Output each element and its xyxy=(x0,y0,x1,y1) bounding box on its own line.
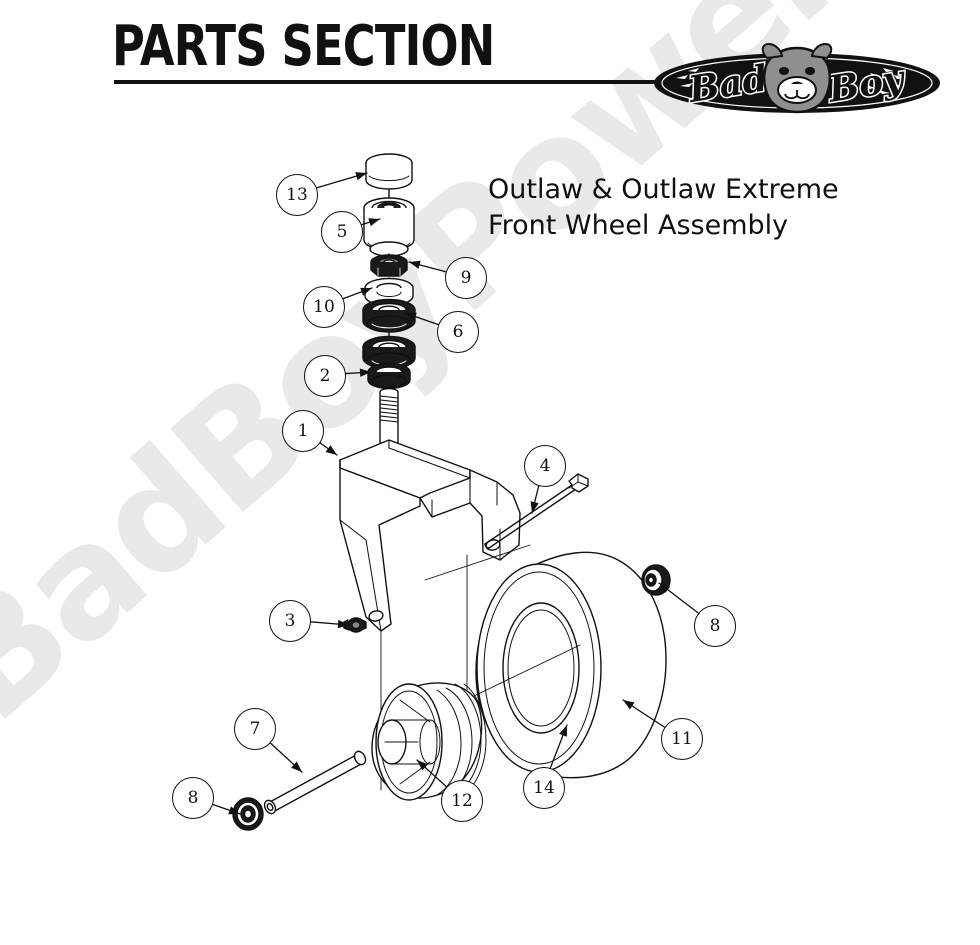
arrowhead-wheel-rim xyxy=(417,760,428,771)
arrowhead-axle-spacer-tube xyxy=(291,761,302,772)
callout-dust-cap[interactable]: 13 xyxy=(276,174,318,216)
arrowhead-tire xyxy=(623,700,635,710)
arrowhead-axle-bolt xyxy=(530,501,539,513)
arrowhead-fork-weldment xyxy=(325,445,337,455)
callout-flat-washer[interactable]: 10 xyxy=(303,286,345,328)
part-tire xyxy=(471,551,667,779)
assembly-caption-line2: Front Wheel Assembly xyxy=(488,210,789,241)
callout-axle-spacer-tube[interactable]: 7 xyxy=(234,708,276,750)
part-wheel-rim xyxy=(371,682,487,801)
callout-fork-weldment[interactable]: 1 xyxy=(282,410,324,452)
part-axle-bolt xyxy=(484,473,589,549)
arrowhead-flat-washer xyxy=(360,287,372,296)
part-jam-nut xyxy=(370,254,408,277)
part-dust-cap xyxy=(365,153,413,190)
leader-arrowheads xyxy=(228,172,671,815)
callout-bearing-upper[interactable]: 6 xyxy=(437,311,479,353)
arrowhead-spacer-washer-left xyxy=(228,806,240,815)
page-header: PARTS SECTION Bad Boy xyxy=(0,0,980,120)
callout-tire[interactable]: 11 xyxy=(661,718,703,760)
arrowhead-grease-fitting xyxy=(337,619,349,629)
callout-grease-fitting[interactable]: 3 xyxy=(269,600,311,642)
arrowhead-caster-spacer xyxy=(368,218,380,227)
callout-axle-bolt[interactable]: 4 xyxy=(524,445,566,487)
arrowhead-seal-washer xyxy=(359,368,371,377)
arrowhead-spacer-washer-right xyxy=(659,583,671,593)
part-spacer-washer-left xyxy=(232,797,264,831)
callout-seal-washer[interactable]: 2 xyxy=(304,355,346,397)
callout-wheel-rim[interactable]: 12 xyxy=(441,780,483,822)
bulldog-icon xyxy=(761,42,833,114)
callout-spacer-washer-left[interactable]: 8 xyxy=(172,777,214,819)
part-caster-spacer xyxy=(363,197,415,257)
callout-spacer-washer-right[interactable]: 8 xyxy=(694,605,736,647)
part-bearing-lower xyxy=(362,335,416,370)
part-bearing-upper xyxy=(362,298,416,333)
assembly-caption: Outlaw & Outlaw Extreme Front Wheel Asse… xyxy=(488,172,839,244)
callout-wheel-and-tire-assembly[interactable]: 14 xyxy=(523,767,565,809)
arrowhead-jam-nut xyxy=(409,260,421,269)
page-title: PARTS SECTION xyxy=(112,14,495,79)
assembly-caption-line1: Outlaw & Outlaw Extreme xyxy=(488,174,839,205)
arrowhead-dust-cap xyxy=(355,172,367,181)
arrowhead-bearing-upper xyxy=(405,312,417,321)
arrowhead-wheel-and-tire-assembly xyxy=(559,725,567,737)
part-seal-washer xyxy=(367,362,411,390)
title-divider xyxy=(114,80,714,84)
bad-boy-logo: Bad Boy xyxy=(654,42,940,114)
part-axle-spacer-tube xyxy=(263,750,367,815)
callout-caster-spacer[interactable]: 5 xyxy=(321,211,363,253)
callout-jam-nut[interactable]: 9 xyxy=(445,257,487,299)
